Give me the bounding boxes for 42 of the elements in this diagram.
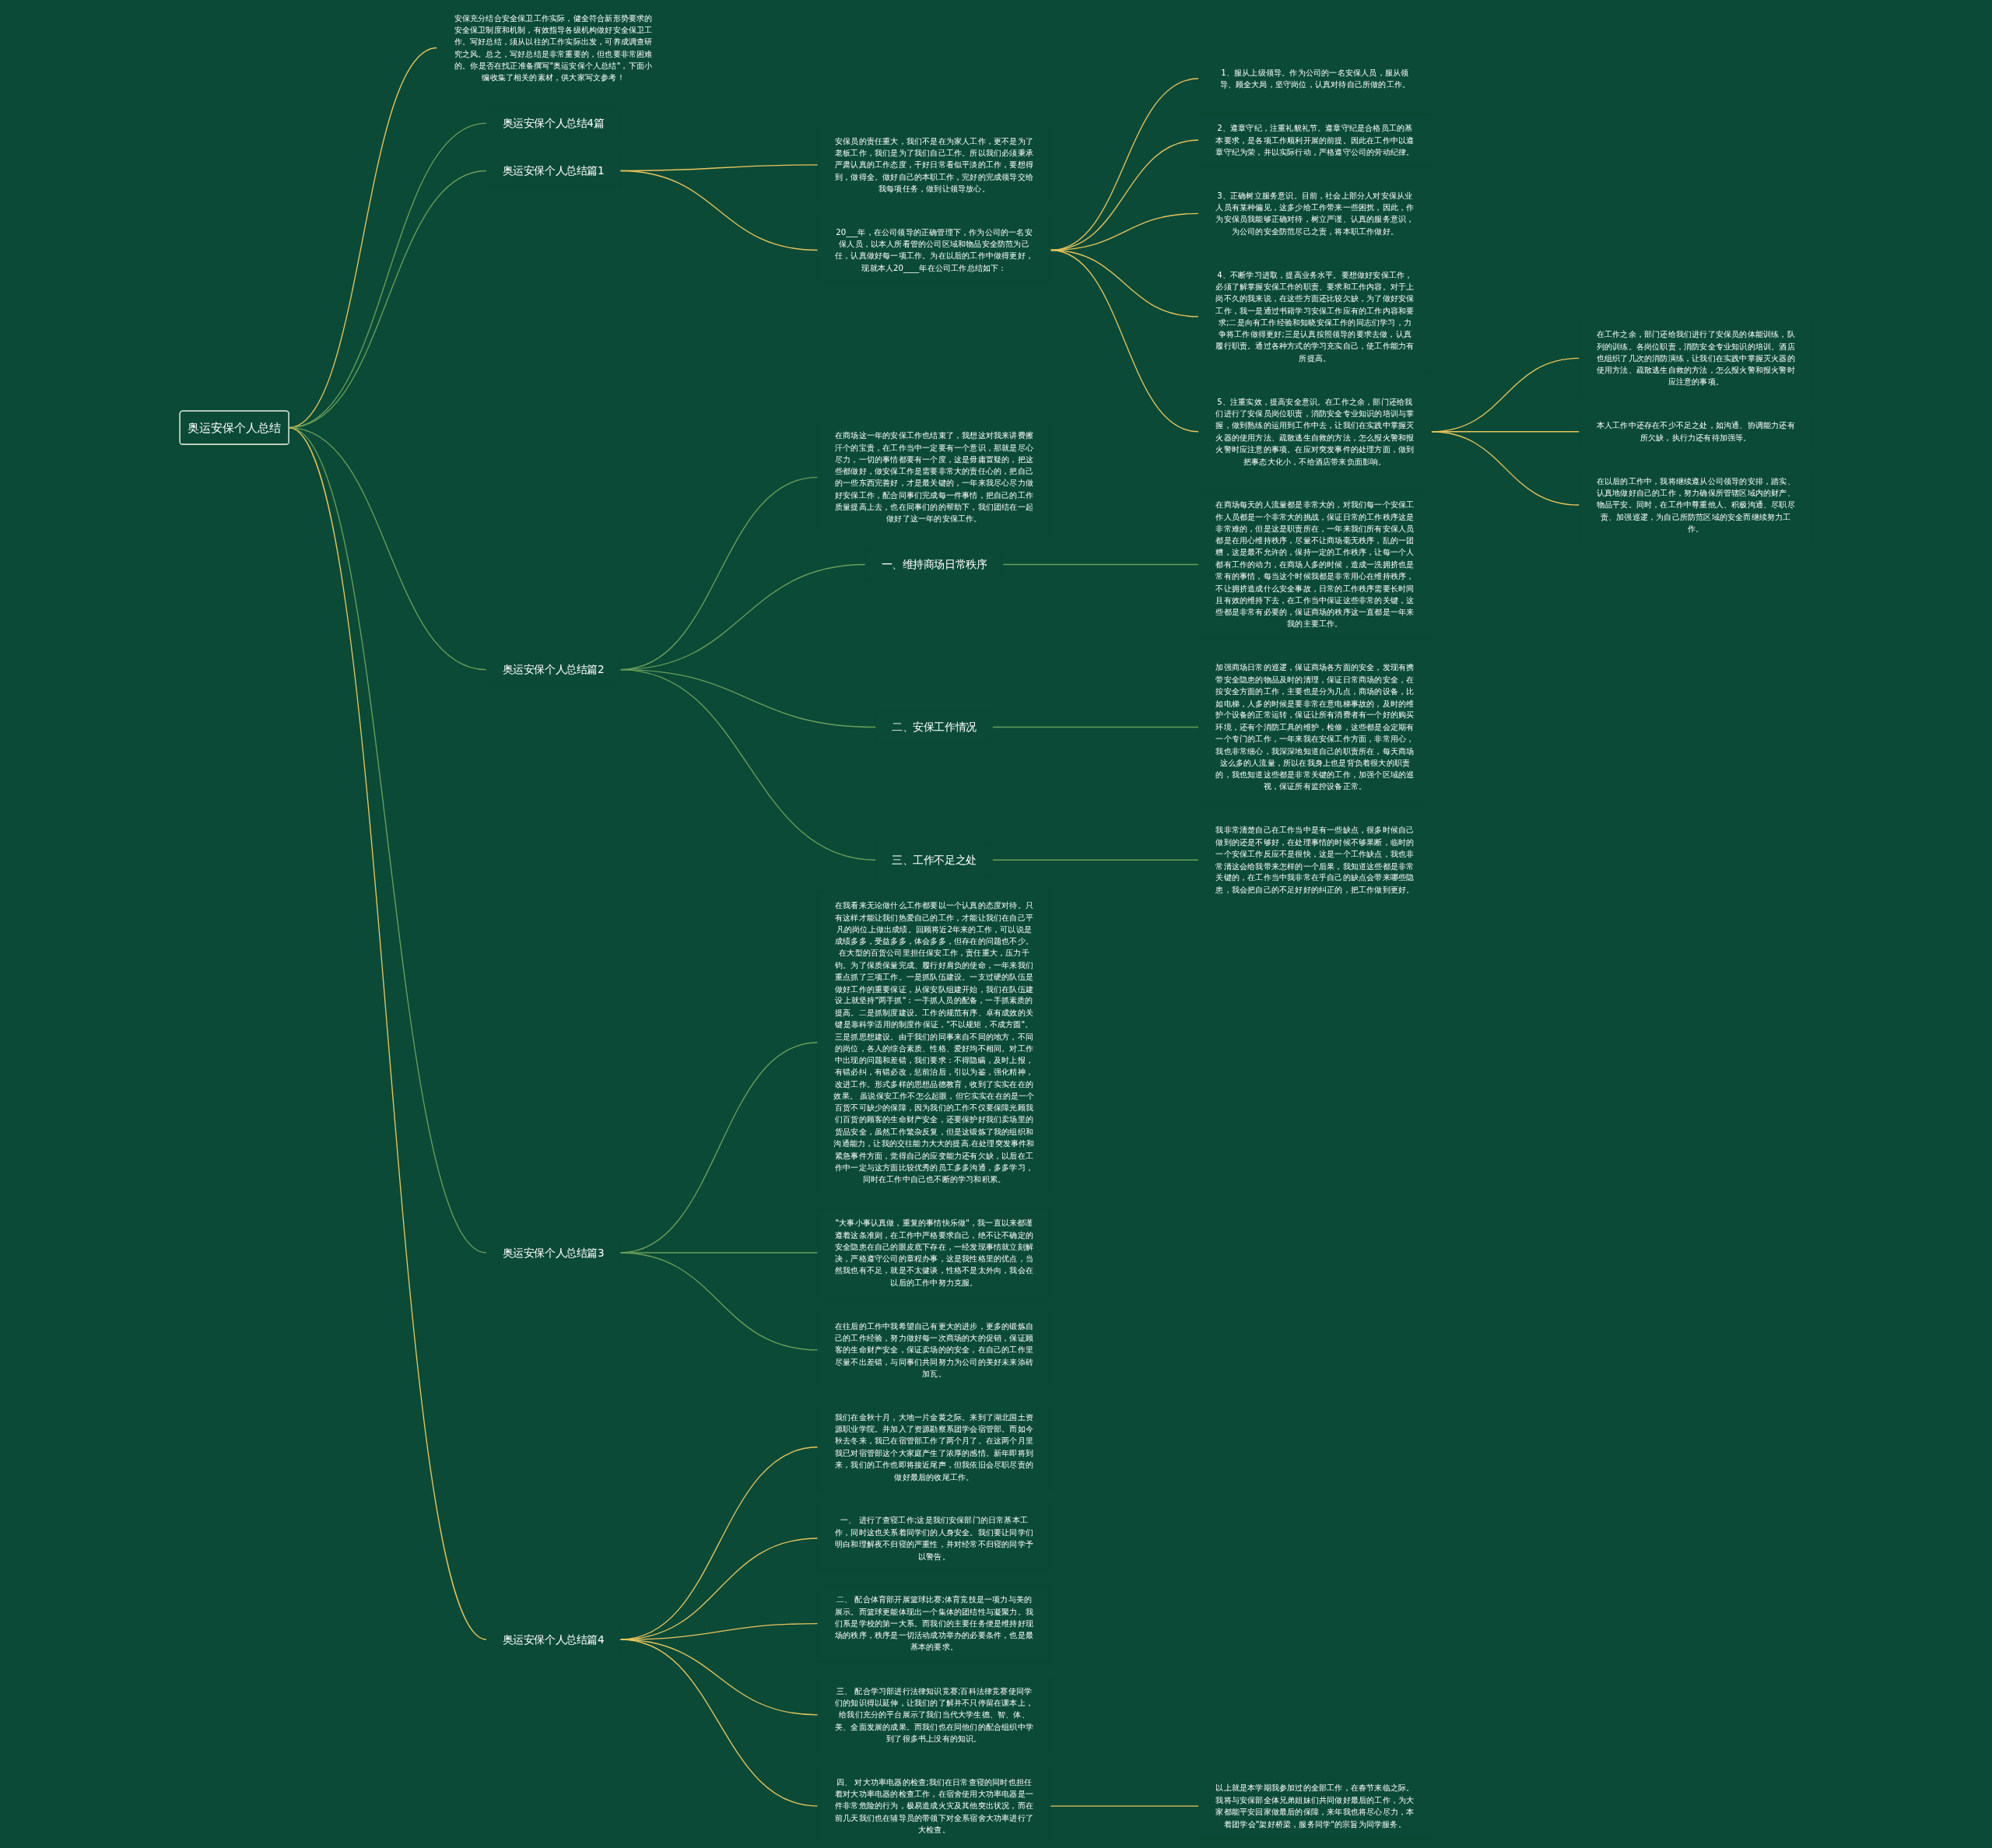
- connector: [619, 170, 819, 251]
- node-text: 20___年，在公司领导的正确管理下，作为公司的一名安保人员，以本人所看管的公司区域和物品安全防范为己任，认真做好每一项工作。为在以后的工作中做得更好，现就本人20____年在公司工作总结如下：: [835, 227, 1033, 273]
- node-text: 我们在金秋十月，大地一片金黄之际。来到了湖北国土资源职业学院。并加入了资源勘察系团学会宿管部。而如今秋去冬来，我已在宿管部工作了两个月了。在这两个月里我已对宿管部这个大家庭产生了浓厚的感情。新年即将到来，我们的工作也即将接近尾声，但我依旧会尽职尽责的做好最后的收尾工作。: [835, 1412, 1033, 1482]
- connector: [619, 1639, 819, 1807]
- node-text: 一、维持商场日常秩序: [881, 558, 987, 571]
- connector: [619, 1252, 819, 1351]
- node-text: 奥运安保个人总结篇2: [502, 663, 605, 676]
- node-text: 加强商场日常的巡逻，保证商场各方面的安全，发现有携带安全隐患的物品及时的清理，保证日常商场的安全，在按安全方面的工作，主要也是分为几点，商场的设备，比如电梯，人多的时候是要非常在意电梯事故的，及时的维护个设备的正常运转，保证让所有消费者有一个好的购买环境，还有个消防工具的维护，检修，这些都是会定期有一个专门的工作，一年来我在安保工作方面，非常用心，我也非常细心，我深深地知道自己的职责所在，每天商场这么多的人流量，所以在我身上也是背负着很大的职责的，我也知道这些都是非常关键的工作，加强个区域的巡视，保证所有监控设备正常。: [1215, 662, 1415, 791]
- connector: [1050, 249, 1199, 433]
- node-text: 奥运安保个人总结4篇: [502, 117, 605, 130]
- node-text: 在商场每天的人流量都是非常大的，对我们每一个安保工作人员都是一个非常大的挑战，保证日常的工作秩序这是非常难的，但是这是职责所在，一年来我们所有安保人员都是在用心维持秩序，尽量不让商场毫无秩序，乱的一团糟，这是最不允许的，保持一定的工作秩序，让每一个人都有工作的动力，在商场人多的时候，造成一洗拥挤也是常有的事情，每当这个时候我都是非常用心在维持秩序，不让拥挤造成什么安全事故，日常的工作秩序需要长时间且有效的维持下去，在工作当中保证这些非常的关键，这些都是非常有必要的，保证商场的秩序这一直都是一年来我的主要工作。: [1215, 500, 1415, 629]
- connector: [1430, 431, 1580, 506]
- connector: [1002, 563, 1199, 566]
- node-text: 5、注重实效，提高安全意识。在工作之余，部门还给我们进行了安保员岗位职责，消防安全专业知识的培训与掌握，做到熟练的运用到工作中去，让我们在实践中掌握灭火器的使用方法、疏散逃生自救的方法，怎么报火警和报火警时应注意的事项。在应对突发事件的处理方面，做到把事态大化小，不给酒店带来负面影响。: [1215, 397, 1415, 466]
- node-text: 安保充分结合安全保卫工作实际，健全符合新形势要求的安全保卫制度和机制，有效指导各级机构做好安全保卫工作。写好总结，须从以往的工作实际出发，可养成调查研究之风。总之，写好总结是非常重要的，但也要非常困难的。你是否在找正准备撰写"奥运安保个人总结"，下面小编收集了相关的素材，供大家写文参考！: [454, 12, 653, 82]
- node-text: 奥运安保个人总结篇3: [502, 1246, 605, 1260]
- node-text: 我非常清楚自己在工作当中是有一些缺点，很多时候自己做到的还是不够好，在处理事情的时候不够果断，临时的一个安保工作反应不是很快，这是一个工作缺点，我也非常清这会给我带来怎样的一个后果，我知道这些都是非常关键的，在工作当中我非常在乎自己的缺点会带来哪些隐患，我会把自己的不足好好的纠正的，把工作做到更好。: [1215, 825, 1415, 895]
- connector: [991, 859, 1199, 861]
- node-text: 一、 进行了查寝工作;这是我们安保部门的日常基本工作，同时这也关系着同学们的人身安全。我们要让同学们明白和理解夜不归寝的严重性，并对经常不归寝的同学予以警告。: [835, 1515, 1033, 1561]
- node-text: 在商场这一年的安保工作也结束了，我想这对我来讲费擦汗个的宝贵，在工作当中一定要有一个意识，那就是尽心尽力，一切的事情都要有一个度，这是毋庸置疑的，把这些都做好，做安保工作是需要非常大的责任心的，把自己的一些东西完善好，才是最关键的，一年来我尽心尽力做好安保工作，配合同事们完成每一件事情，把自己的工作质量提高上去，也在同事们的的帮助下，我们团结在一起做好了这一年的安保工作。: [835, 430, 1033, 524]
- node-text: 安保员的责任重大，我们不是在为家人工作，更不是为了老板工作，我们是为了我们自己工作。所以我们必须秉承严肃认真的工作态度，干好日常看似平淡的工作，要想得到，做得全。做好自己的本职工作，完好的完成领导交给我每项任务，做到让领导放心。: [835, 136, 1033, 194]
- node-text: 在以后的工作中，我将继续遵从公司领导的安排，踏实、认真地做好自己的工作，努力确保所管辖区域内的财产、物品平安。同时，在工作中尊重他人、积极沟通、尽职尽责、加强巡逻，为自己所防范区域的安全而继续努力工作。: [1596, 476, 1795, 534]
- node-text: 以上就是本学期我参加过的全部工作，在春节来临之际。我将与安保部全体兄弟姐妹们共同做好最后的工作，为大家都能平安回家做最后的保障，来年我也将尽心尽力，本着团学会"架好桥梁，服务同学"的宗旨为同学服务。: [1215, 1783, 1415, 1829]
- node-text: 三、工作不足之处: [892, 854, 977, 867]
- node-text: 二、 配合体育部开展篮球比赛;体育竞技是一项力与美的展示。而篮球更能体现出一个集体的团结性与凝聚力。我们系是学校的第一大系。而我们的主要任务便是维持好现场的秩序，秩序是一切活动成功举办的必要条件，也是最基本的要求。: [835, 1594, 1033, 1653]
- node-text: 本人工作中还存在不少不足之处，如沟通、协调能力还有所欠缺，执行力还有待加强等。: [1596, 420, 1795, 443]
- connector: [619, 668, 877, 861]
- node-text: 1、服从上级领导。作为公司的一名安保人员，服从领导、顾全大局，坚守岗位，认真对待自己所做的工作。: [1219, 68, 1411, 89]
- node-text: 二、安保工作情况: [892, 721, 977, 734]
- node-text: 在工作之余，部门还给我们进行了安保员的体能训练，队列的训练。各岗位职责，消防安全专业知识的培训。酒店也组织了几次的消防演练，让我们在实践中掌握灭火器的使用方法、疏散逃生自救的方法，怎么报火警和报火警时应注意的事项。: [1596, 329, 1795, 387]
- node-text: 四、 对大功率电器的检查;我们在日常查寝的同时也担任着对大功率电器的检查工作，在宿舍使用大功率电器是一件非常危险的行为，极易造成火灾及其他突出状况，而在前几天我们也在辅导员的带领下对全系宿舍大功率进行了大检查。: [835, 1777, 1033, 1835]
- node-text: 三、 配合学习部进行法律知识竞赛;百科法律竞赛使同学们的知识得以延伸，让我们的了解并不只停留在课本上，给我们充分的平台展示了我们当代大学生德、智、体、美、全面发展的成果。而我们也在同他们的配合组织中学到了很多书上没有的知识。: [835, 1686, 1033, 1744]
- node-text: 3、正确树立服务意识。目前，社会上部分人对安保从业人员有某种偏见，这多少给工作带来一些困扰，因此，作为安保员我能够正确对待，树立严谨、认真的服务意识，为公司的安全防范尽己之责，将本职工作做好。: [1215, 191, 1415, 237]
- connector: [991, 726, 1199, 728]
- node-text: 在往后的工作中我希望自己有更大的进步，更多的锻炼自己的工作经验，努力做好每一次商场的大的促销，保证顾客的生命财产安全，保证卖场的的安全，在自己的工作里尽量不出差错，与同事们共同努力为公司的美好未来添砖加瓦。: [835, 1321, 1033, 1379]
- node-text: 2、遵章守纪，注重礼貌礼节。遵章守纪是合格员工的基本要求，是各项工作顺利开展的前提。因此在工作中以遵章守纪为荣，并以实际行动，严格遵守公司的劳动纪律。: [1215, 123, 1415, 157]
- node-text: 奥运安保个人总结篇4: [502, 1632, 605, 1646]
- node-text: "大事小事认真做，重复的事情快乐做"，我一直以来都谨遵着这条准则，在工作中严格要求自己，绝不让不确定的安全隐患在自己的眼皮底下存在，一经发现事情就立刻解决，严格遵守公司的章程办事，这是我性格里的优点，当然我也有不足，就是不太健谈，性格不是太外向，我会在以后的工作中努力克服。: [835, 1218, 1033, 1288]
- node-text: 奥运安保个人总结篇1: [502, 164, 605, 177]
- connector: [1050, 1805, 1199, 1807]
- node-text: 4、不断学习进取，提高业务水平。要想做好安保工作，必须了解掌握安保工作的职责、要求和工作内容。对于上岗不久的我来说，在这些方面还比较欠缺，为了做好安保工作，我一是通过书籍学习安保工作应有的工作内容和要求;二是向有工作经验和知晓安保工作的同志们学习，力争将工作做得更好;三是认真按照领导的要求去做，认真履行职责。通过各种方式的学习充实自己，使工作能力有所提高。: [1215, 270, 1415, 363]
- node-text: 在我看来无论做什么工作都要以一个认真的态度对待。只有这样才能让我们热爱自己的工作，才能让我们在自己平凡的岗位上做出成绩。回顾将近2年来的工作，可以说是成绩多多，受益多多，体会多多，但存在的问题也不少。在大型的百货公司里担任保安工作，责任重大，压力千钧。为了保质保量完成、履行好肩负的使命，一年来我们重点抓了三项工作。一是抓队伍建设。一支过硬的队伍是做好工作的重要保证，从保安队组建开始，我们在队伍建设上就坚持"两手抓"：一手抓人员的配备，一手抓素质的提高。二是抓制度建设。工作的规范有序、卓有成效的关键是靠科学适用的制度作保证，"不以规矩，不成方圆"。三是抓思想建设。由于我们的同事来自不同的地方，不同的岗位，各人的综合素质、性格、爱好均不相同。对工作中出现的问题和差错，我们要求：不得隐瞒，及时上报，有错必纠，有错必改，惩前治后，引以为鉴，强化精神，改进工作。形式多样的思想品德教育，收到了实实在在的效果。 虽说保安工作不怎么起眼，但它实实在在的是一个百货不可缺少的保障，因为我们的工作不仅要保障光顾我们百货的顾客的生命财产安全，还要保护好我们卖场里的货品安全，虽然工作繁杂反复，但是这锻炼了我的组织和沟通能力，让我的交往能力大大的提高.在处理突发事件和紧急事件方面，觉得自己的应变能力还有欠缺，以后在工作中一定与这方面比较优秀的员工多多沟通，多多学习，同时在工作中自己也不断的学习和积累。: [833, 900, 1035, 1184]
